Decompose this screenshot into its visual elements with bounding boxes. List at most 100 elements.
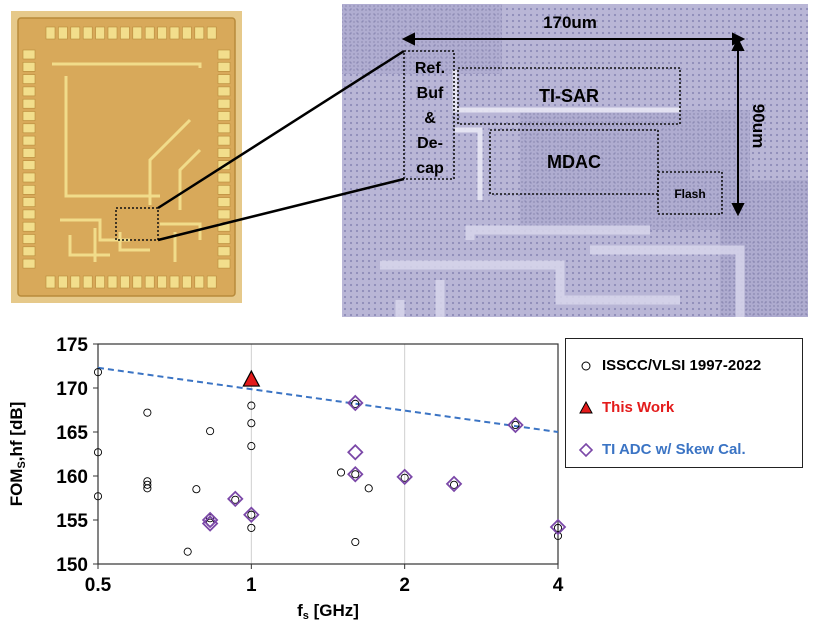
data-point-series-0 [93, 448, 103, 457]
tisar-outline [457, 67, 681, 125]
y-tick-label: 170 [56, 379, 88, 400]
bond-pad [217, 221, 231, 232]
x-axis-ticks: 0.5 1 2 4 [85, 564, 564, 596]
data-point-series-0 [247, 442, 256, 451]
legend-item-isscc: ISSCC/VLSI 1997-2022 [576, 357, 761, 374]
bond-pad [22, 246, 36, 257]
die-zoom-region [115, 207, 159, 241]
data-point-series-0 [553, 523, 563, 532]
data-point-series-2 [507, 416, 524, 434]
legend-label-ti-adc: TI ADC w/ Skew Cal. [602, 441, 746, 458]
bond-pad [22, 49, 36, 60]
bond-pad [217, 111, 231, 121]
data-points [93, 368, 567, 556]
y-tick-label: 160 [56, 467, 88, 488]
bond-pad [22, 160, 36, 170]
die-routing [52, 62, 202, 262]
x-tick-label: 0.5 [85, 575, 112, 596]
bond-pad [107, 275, 118, 289]
bond-pad [182, 26, 192, 40]
data-point-series-0 [351, 537, 360, 547]
bond-pad [217, 148, 231, 158]
bond-pad [217, 135, 231, 146]
bond-pad [107, 26, 118, 40]
data-point-series-0 [449, 480, 459, 489]
width-dimension-label: 170um [543, 13, 597, 32]
legend-label-isscc: ISSCC/VLSI 1997-2022 [602, 357, 762, 374]
bond-pad [22, 111, 36, 121]
data-point-series-0 [351, 470, 360, 479]
x-tick-label: 4 [553, 575, 564, 596]
trend-line [97, 366, 559, 433]
data-point-series-0 [183, 547, 192, 556]
flash-outline [657, 171, 723, 215]
data-point-series-0 [247, 401, 256, 410]
x-tick-label: 1 [246, 575, 257, 596]
die-image [11, 11, 242, 303]
refbuf-label-1: Ref. [415, 60, 445, 77]
data-point-series-0 [231, 495, 240, 504]
data-point-series-2 [396, 468, 413, 486]
bond-pad [132, 275, 143, 289]
flash-label: Flash [674, 187, 705, 201]
bond-pad [22, 221, 36, 232]
mdac-label: MDAC [547, 152, 601, 172]
bond-pad [132, 26, 143, 40]
bond-pad [22, 61, 36, 72]
bond-pad [95, 26, 105, 40]
plot-area [97, 343, 559, 565]
y-tick-label: 150 [56, 555, 88, 576]
data-point-series-2 [201, 511, 219, 529]
refbuf-label-2: Buf [417, 85, 444, 102]
data-point-series-2 [347, 443, 364, 461]
data-point-series-0 [143, 484, 152, 493]
y-axis-label: FOMS,hf [dB] [7, 402, 28, 507]
bond-pad [120, 275, 130, 289]
data-point-series-2 [243, 506, 260, 523]
y-tick-label: 165 [56, 423, 88, 444]
mdac-outline [489, 129, 659, 195]
x-tick-label: 2 [399, 575, 410, 596]
data-point-series-0 [93, 492, 103, 501]
die-photo-panel: 170um 90um Ref. Buf & De- cap TI-SAR MDA… [11, 4, 808, 317]
bond-pad [217, 61, 231, 72]
data-point-series-0 [400, 473, 409, 482]
legend-label-this-work: This Work [602, 399, 675, 416]
bond-pad [217, 172, 231, 183]
refbuf-label-5: cap [416, 160, 444, 177]
block-outlines [403, 50, 723, 215]
bond-pad [217, 246, 231, 257]
x-axis-label: fs [GHz] [297, 601, 359, 622]
data-point-series-0 [511, 420, 520, 430]
bond-pad [22, 234, 36, 244]
data-point-series-1 [242, 369, 261, 387]
chart-legend: ISSCC/VLSI 1997-2022 This Work TI ADC w/… [565, 338, 803, 468]
bond-pad [58, 26, 68, 40]
bond-pad [217, 49, 231, 60]
bond-pad [22, 172, 36, 183]
data-point-series-0 [553, 531, 563, 540]
data-point-series-2 [227, 490, 244, 508]
data-point-series-0 [247, 523, 256, 532]
data-point-series-2 [445, 475, 463, 493]
bond-pad [45, 26, 56, 40]
bond-pad [182, 275, 192, 289]
bond-pad [22, 86, 36, 97]
bond-pad [70, 26, 81, 40]
bond-pad [58, 275, 68, 289]
bond-pad [217, 123, 231, 134]
diamond-marker-icon [578, 442, 594, 457]
legend-item-ti-adc: TI ADC w/ Skew Cal. [576, 441, 746, 458]
bond-pad [45, 275, 56, 289]
zoom-image: 170um 90um Ref. Buf & De- cap TI-SAR MDA… [342, 4, 808, 317]
data-point-series-0 [143, 408, 152, 417]
bond-pad [22, 209, 36, 220]
bond-pad [22, 74, 36, 84]
dimension-arrows [401, 32, 746, 217]
y-tick-label: 175 [56, 335, 88, 356]
bond-pad [22, 98, 36, 109]
bond-pad [206, 275, 217, 289]
bond-pad [22, 148, 36, 158]
